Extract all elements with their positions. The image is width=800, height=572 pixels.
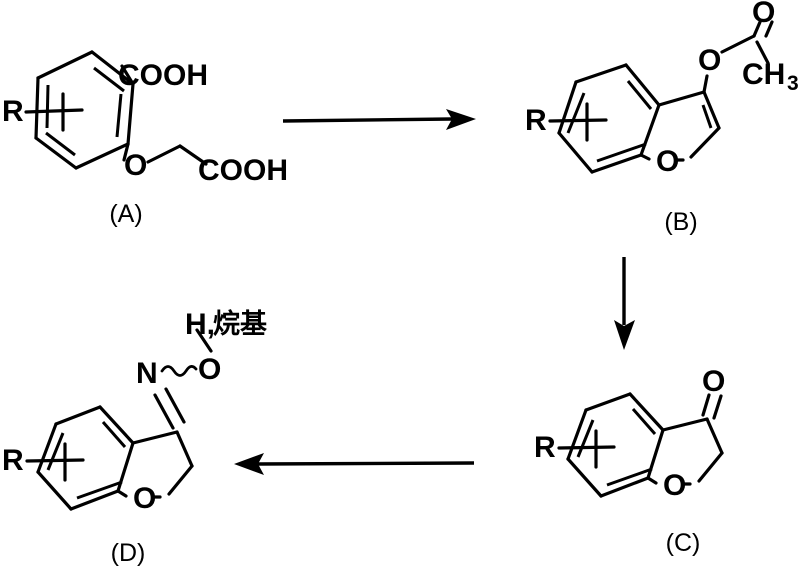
atom-label-o-oxime-d: O (198, 353, 221, 386)
ether-chain-a: O COOH (122, 142, 288, 187)
atom-label-o-ester-b: O (698, 44, 721, 77)
atom-label-o-ketone-c: O (702, 365, 725, 398)
structure-label-d: (D) (111, 539, 146, 567)
r-group-d: R (2, 442, 85, 482)
atom-label-o-furan-b: O (656, 145, 679, 178)
atom-label-r-c: R (534, 431, 556, 464)
benzene-ring-b (557, 63, 661, 174)
arrow-c-to-d (234, 453, 475, 475)
benzene-ring-d (36, 405, 135, 511)
r-group-c: R (534, 429, 616, 469)
atom-label-ch3-b: CH (742, 58, 785, 91)
furan-ring-d: O (116, 430, 194, 515)
benzene-ring-c (566, 392, 665, 498)
arrow-b-to-c (614, 257, 635, 350)
furan-ring-c: O (646, 417, 724, 502)
atom-label-alkyl-cjk-d: 烷基 (213, 308, 268, 340)
r-group-a: R (2, 92, 84, 132)
structure-a: R COOH O COOH (A) (2, 50, 288, 228)
atom-label-o-furan-d: O (133, 482, 156, 515)
structure-d: O N O H, 烷基 R ( (2, 308, 268, 567)
arrow-a-to-b (282, 109, 476, 130)
atom-label-o-ether-a: O (124, 149, 147, 182)
ketone-c: O (701, 365, 725, 420)
atom-label-n-oxime-d: N (136, 357, 158, 390)
atom-label-ch3-subscript-b: 3 (787, 72, 799, 95)
benzene-ring-a (34, 50, 135, 170)
atom-label-o-carbonyl-b: O (752, 0, 775, 29)
structure-b: O R O O C (525, 0, 799, 236)
furan-ring-b: O (639, 90, 721, 178)
oxime-d: N O H, 烷基 (136, 308, 268, 430)
atom-label-cooh-top-a: COOH (118, 59, 208, 92)
structure-c: O O R (C) (534, 365, 725, 557)
atom-label-cooh-bottom-a: COOH (198, 154, 288, 187)
cooh-top-a: COOH (118, 59, 208, 92)
structure-label-c: (C) (666, 529, 701, 557)
atom-label-r-a: R (2, 95, 24, 128)
atom-label-h-oxime-d: H, (185, 308, 215, 341)
atom-label-o-furan-c: O (663, 469, 686, 502)
r-group-b: R (525, 102, 608, 142)
atom-label-r-b: R (525, 104, 547, 137)
atom-label-r-d: R (2, 444, 24, 477)
structure-label-b: (B) (664, 208, 697, 236)
acetate-group-b: O O CH 3 (698, 0, 799, 95)
structure-label-a: (A) (109, 200, 142, 228)
